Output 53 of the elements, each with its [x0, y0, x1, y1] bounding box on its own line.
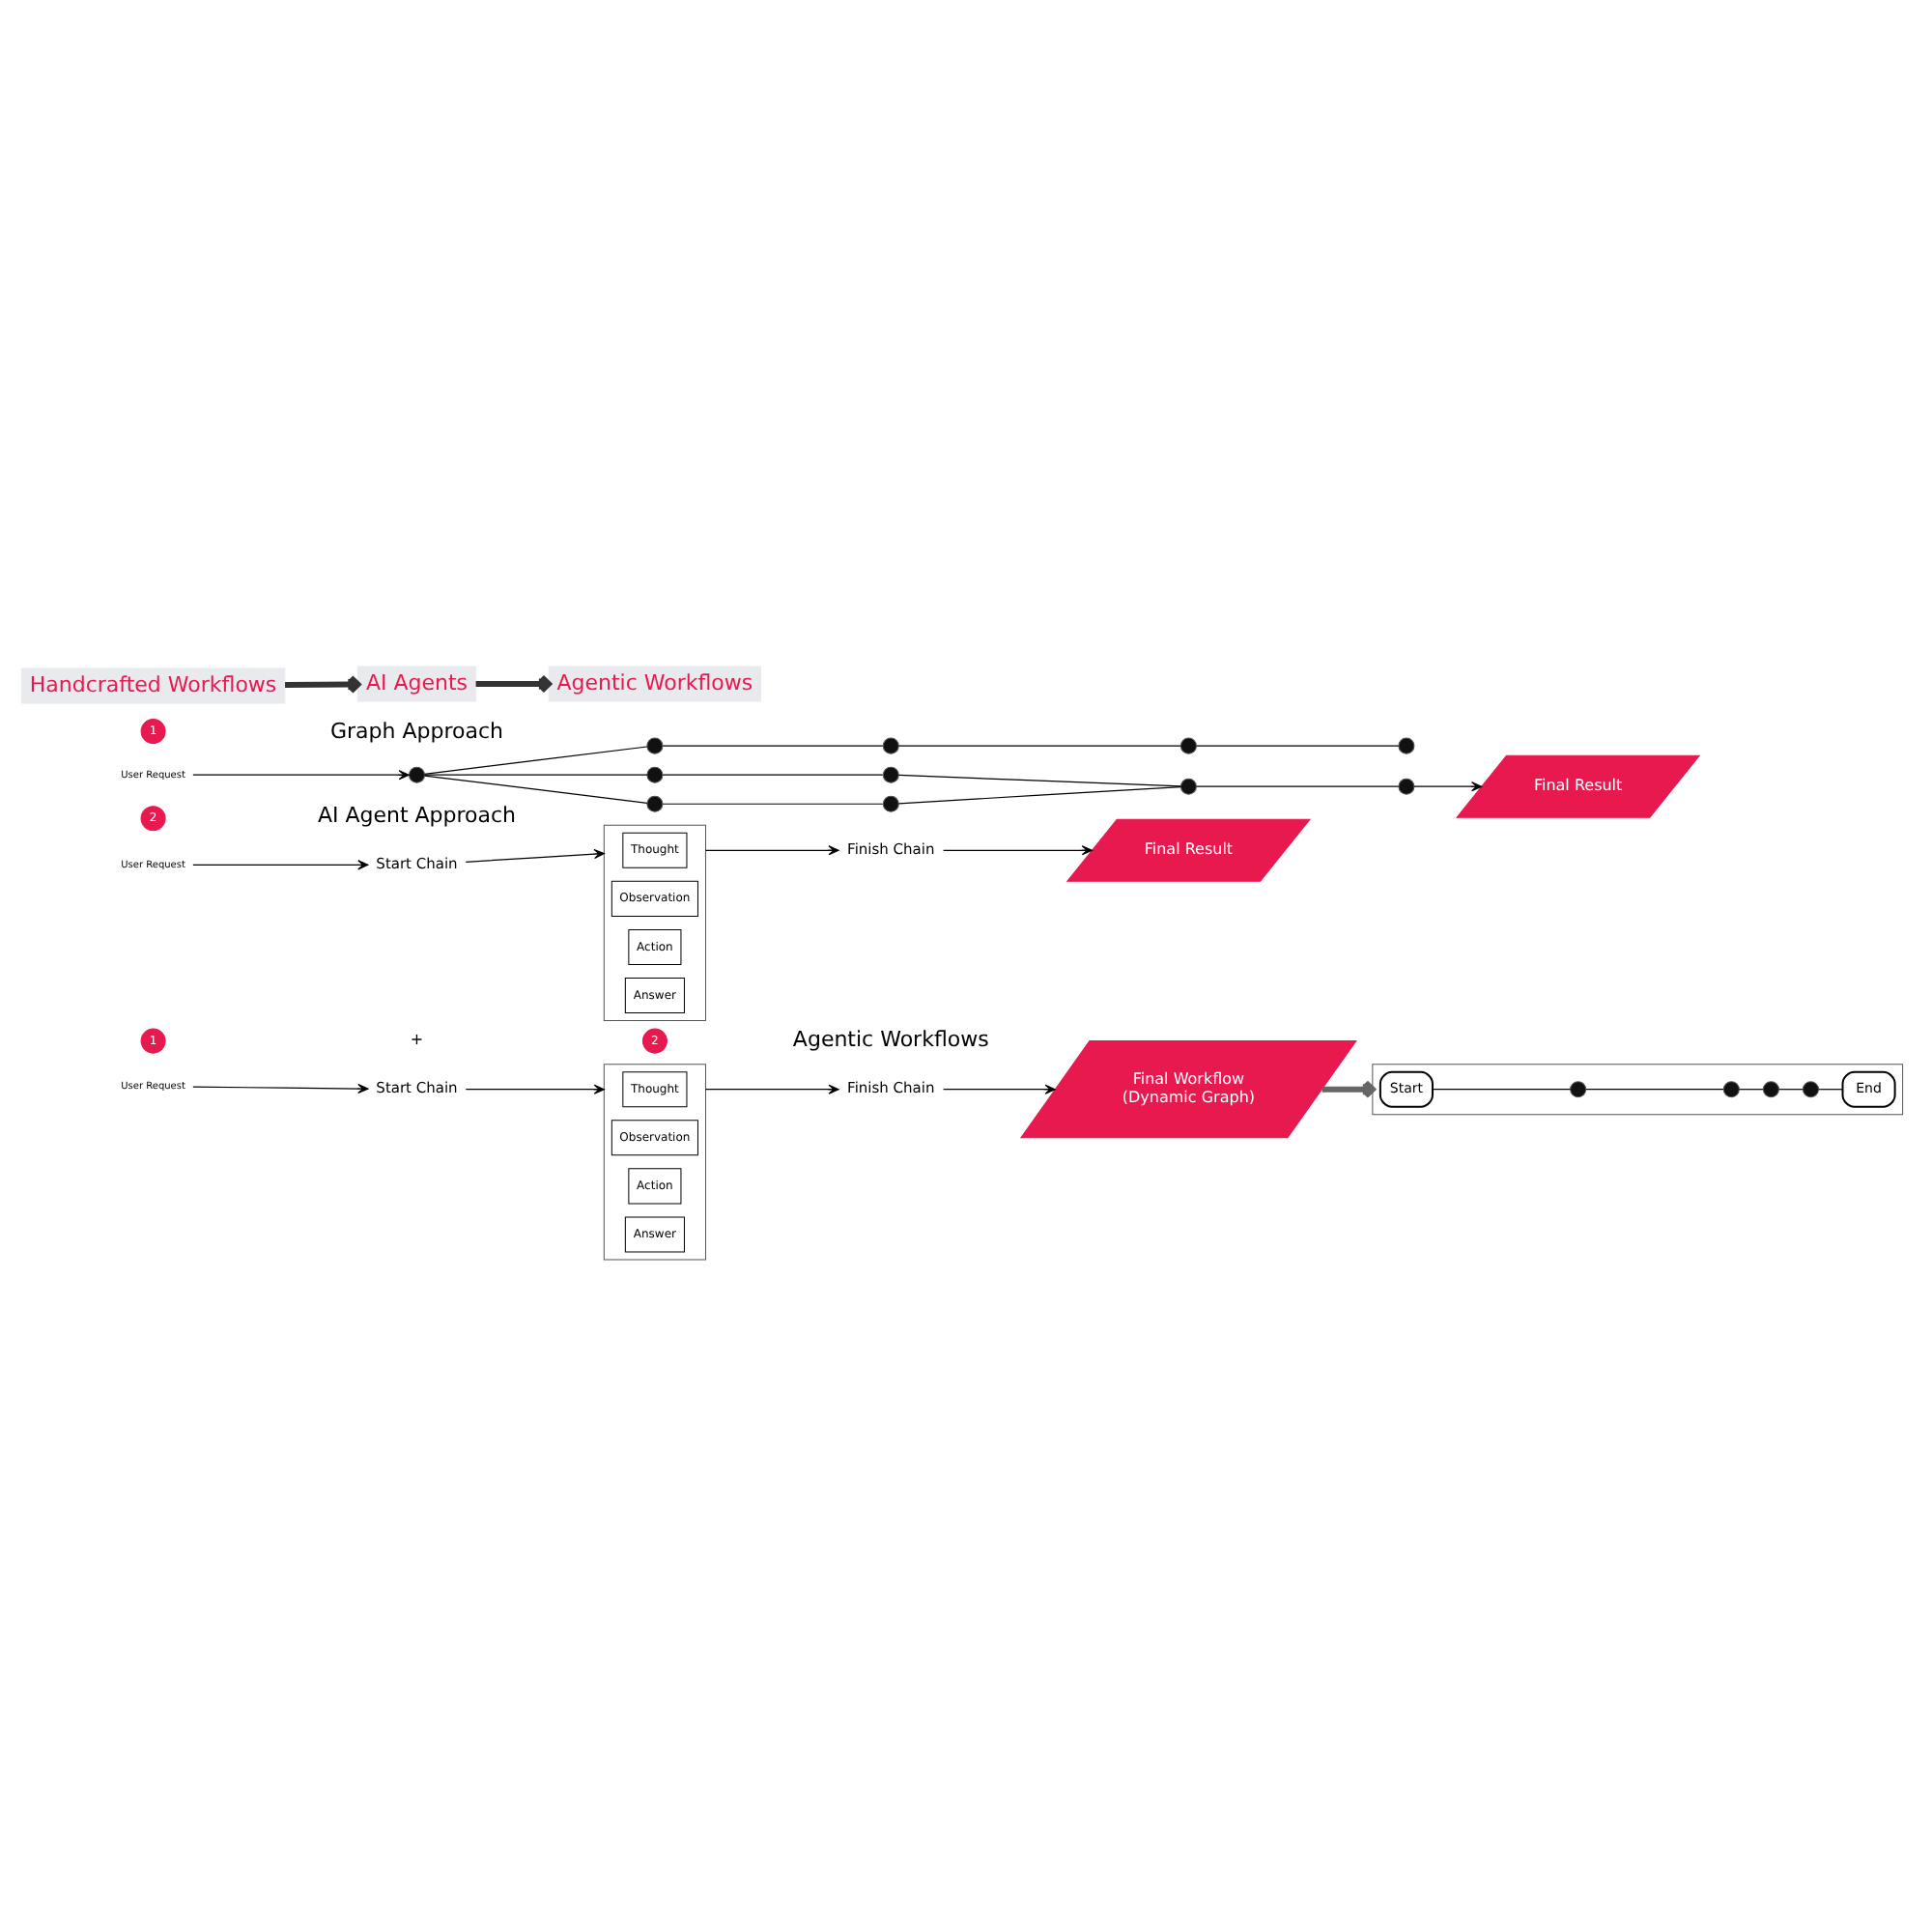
connector	[423, 774, 648, 803]
arrow	[465, 1083, 605, 1094]
arrow	[1321, 1078, 1376, 1098]
connector	[897, 744, 1181, 746]
node-circle	[409, 765, 426, 782]
connector	[662, 744, 884, 746]
connector	[662, 773, 884, 775]
node-circle	[646, 765, 664, 782]
connector	[1818, 1088, 1843, 1090]
cluster	[603, 1063, 706, 1260]
arrow	[465, 848, 605, 862]
cluster	[603, 823, 706, 1021]
label: Graph Approach	[330, 717, 504, 743]
connector	[1432, 1088, 1572, 1090]
node-circle	[1398, 736, 1415, 753]
node-box: AI Agents	[356, 665, 477, 701]
node-circle	[882, 794, 899, 811]
arrow	[943, 1083, 1056, 1094]
connector	[1196, 784, 1400, 786]
arrow	[943, 844, 1093, 855]
node-circle	[646, 736, 664, 753]
connector	[423, 745, 648, 774]
label: Agentic Workflows	[792, 1026, 989, 1052]
node-circle	[882, 765, 899, 782]
node-box: Handcrafted Workflows	[20, 667, 286, 703]
label: AI Agent Approach	[317, 801, 517, 827]
connector	[662, 802, 884, 804]
cluster	[1372, 1063, 1904, 1115]
node-circle	[1179, 777, 1197, 794]
node-circle	[646, 794, 664, 811]
node-circle	[1722, 1080, 1740, 1097]
arrow	[192, 859, 369, 869]
arrow	[192, 1082, 369, 1094]
connector	[897, 773, 1181, 786]
arrow	[475, 673, 552, 693]
arrow	[704, 844, 839, 855]
arrow	[192, 769, 410, 780]
node-circle	[1762, 1080, 1779, 1097]
connector	[897, 785, 1181, 804]
arrow	[285, 673, 361, 694]
connector	[1777, 1088, 1804, 1090]
node-circle	[882, 736, 899, 753]
connector	[423, 773, 648, 775]
node-circle	[1570, 1080, 1587, 1097]
node-box: Agentic Workflows	[548, 665, 762, 701]
connector	[1196, 744, 1400, 746]
node-circle	[1398, 777, 1415, 794]
connector	[1738, 1088, 1764, 1090]
arrow	[704, 1083, 839, 1094]
node-circle	[1802, 1080, 1819, 1097]
connector	[1585, 1088, 1724, 1090]
arrow	[1413, 781, 1483, 791]
node-circle	[1179, 736, 1197, 753]
